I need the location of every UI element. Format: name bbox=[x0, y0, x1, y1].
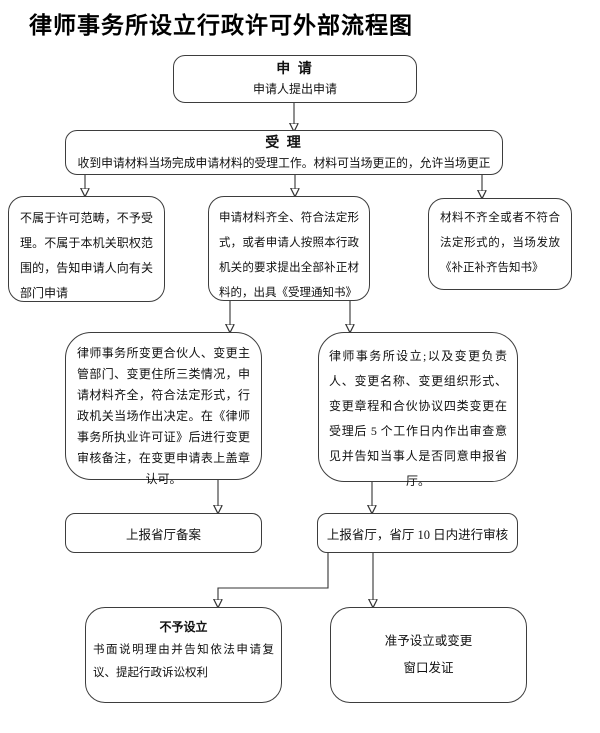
approve-node-line2: 窗口发证 bbox=[403, 661, 454, 675]
report-review-node: 上报省厅，省厅 10 日内进行审核 bbox=[317, 513, 518, 553]
page-title: 律师事务所设立行政许可外部流程图 bbox=[29, 12, 413, 38]
arrow-report-review-to-deny bbox=[218, 553, 329, 600]
materials-complete-node: 申请材料齐全、符合法定形式，或者申请人按照本行政机关的要求提出全部补正材料的，出… bbox=[208, 196, 370, 301]
deny-establishment-node: 不予设立 书面说明理由并告知依法申请复议、提起行政诉讼权利 bbox=[85, 607, 282, 703]
accept-node-title: 受 理 bbox=[265, 136, 303, 151]
accept-node-body: 收到申请材料当场完成申请材料的受理工作。材料可当场更正的，允许当场更正 bbox=[77, 156, 491, 170]
deny-node-body: 书面说明理由并告知依法申请复议、提起行政诉讼权利 bbox=[93, 644, 274, 679]
deny-node-title: 不予设立 bbox=[159, 620, 208, 634]
apply-node: 申 请 申请人提出申请 bbox=[173, 55, 417, 103]
report-record-node: 上报省厅备案 bbox=[65, 513, 262, 553]
not-accept-node: 不属于许可范畴，不予受理。不属于本机关职权范围的，告知申请人向有关部门申请 bbox=[8, 196, 165, 302]
establish-four-types-node: 律师事务所设立;以及变更负责人、变更名称、变更组织形式、变更章程和合伙协议四类变… bbox=[318, 332, 518, 488]
apply-node-title: 申 请 bbox=[276, 62, 314, 77]
approve-node-line1: 准予设立或变更 bbox=[384, 634, 473, 648]
apply-node-body: 申请人提出申请 bbox=[252, 82, 337, 96]
materials-incomplete-node: 材料不齐全或者不符合法定形式的，当场发放《补正补齐告知书》 bbox=[428, 198, 572, 290]
accept-node: 受 理 收到申请材料当场完成申请材料的受理工作。材料可当场更正的，允许当场更正 bbox=[65, 130, 503, 175]
approve-establishment-node: 准予设立或变更 窗口发证 bbox=[330, 607, 527, 703]
change-three-types-node: 律师事务所变更合伙人、变更主管部门、变更住所三类情况，申请材料齐全，符合法定形式… bbox=[65, 332, 262, 486]
